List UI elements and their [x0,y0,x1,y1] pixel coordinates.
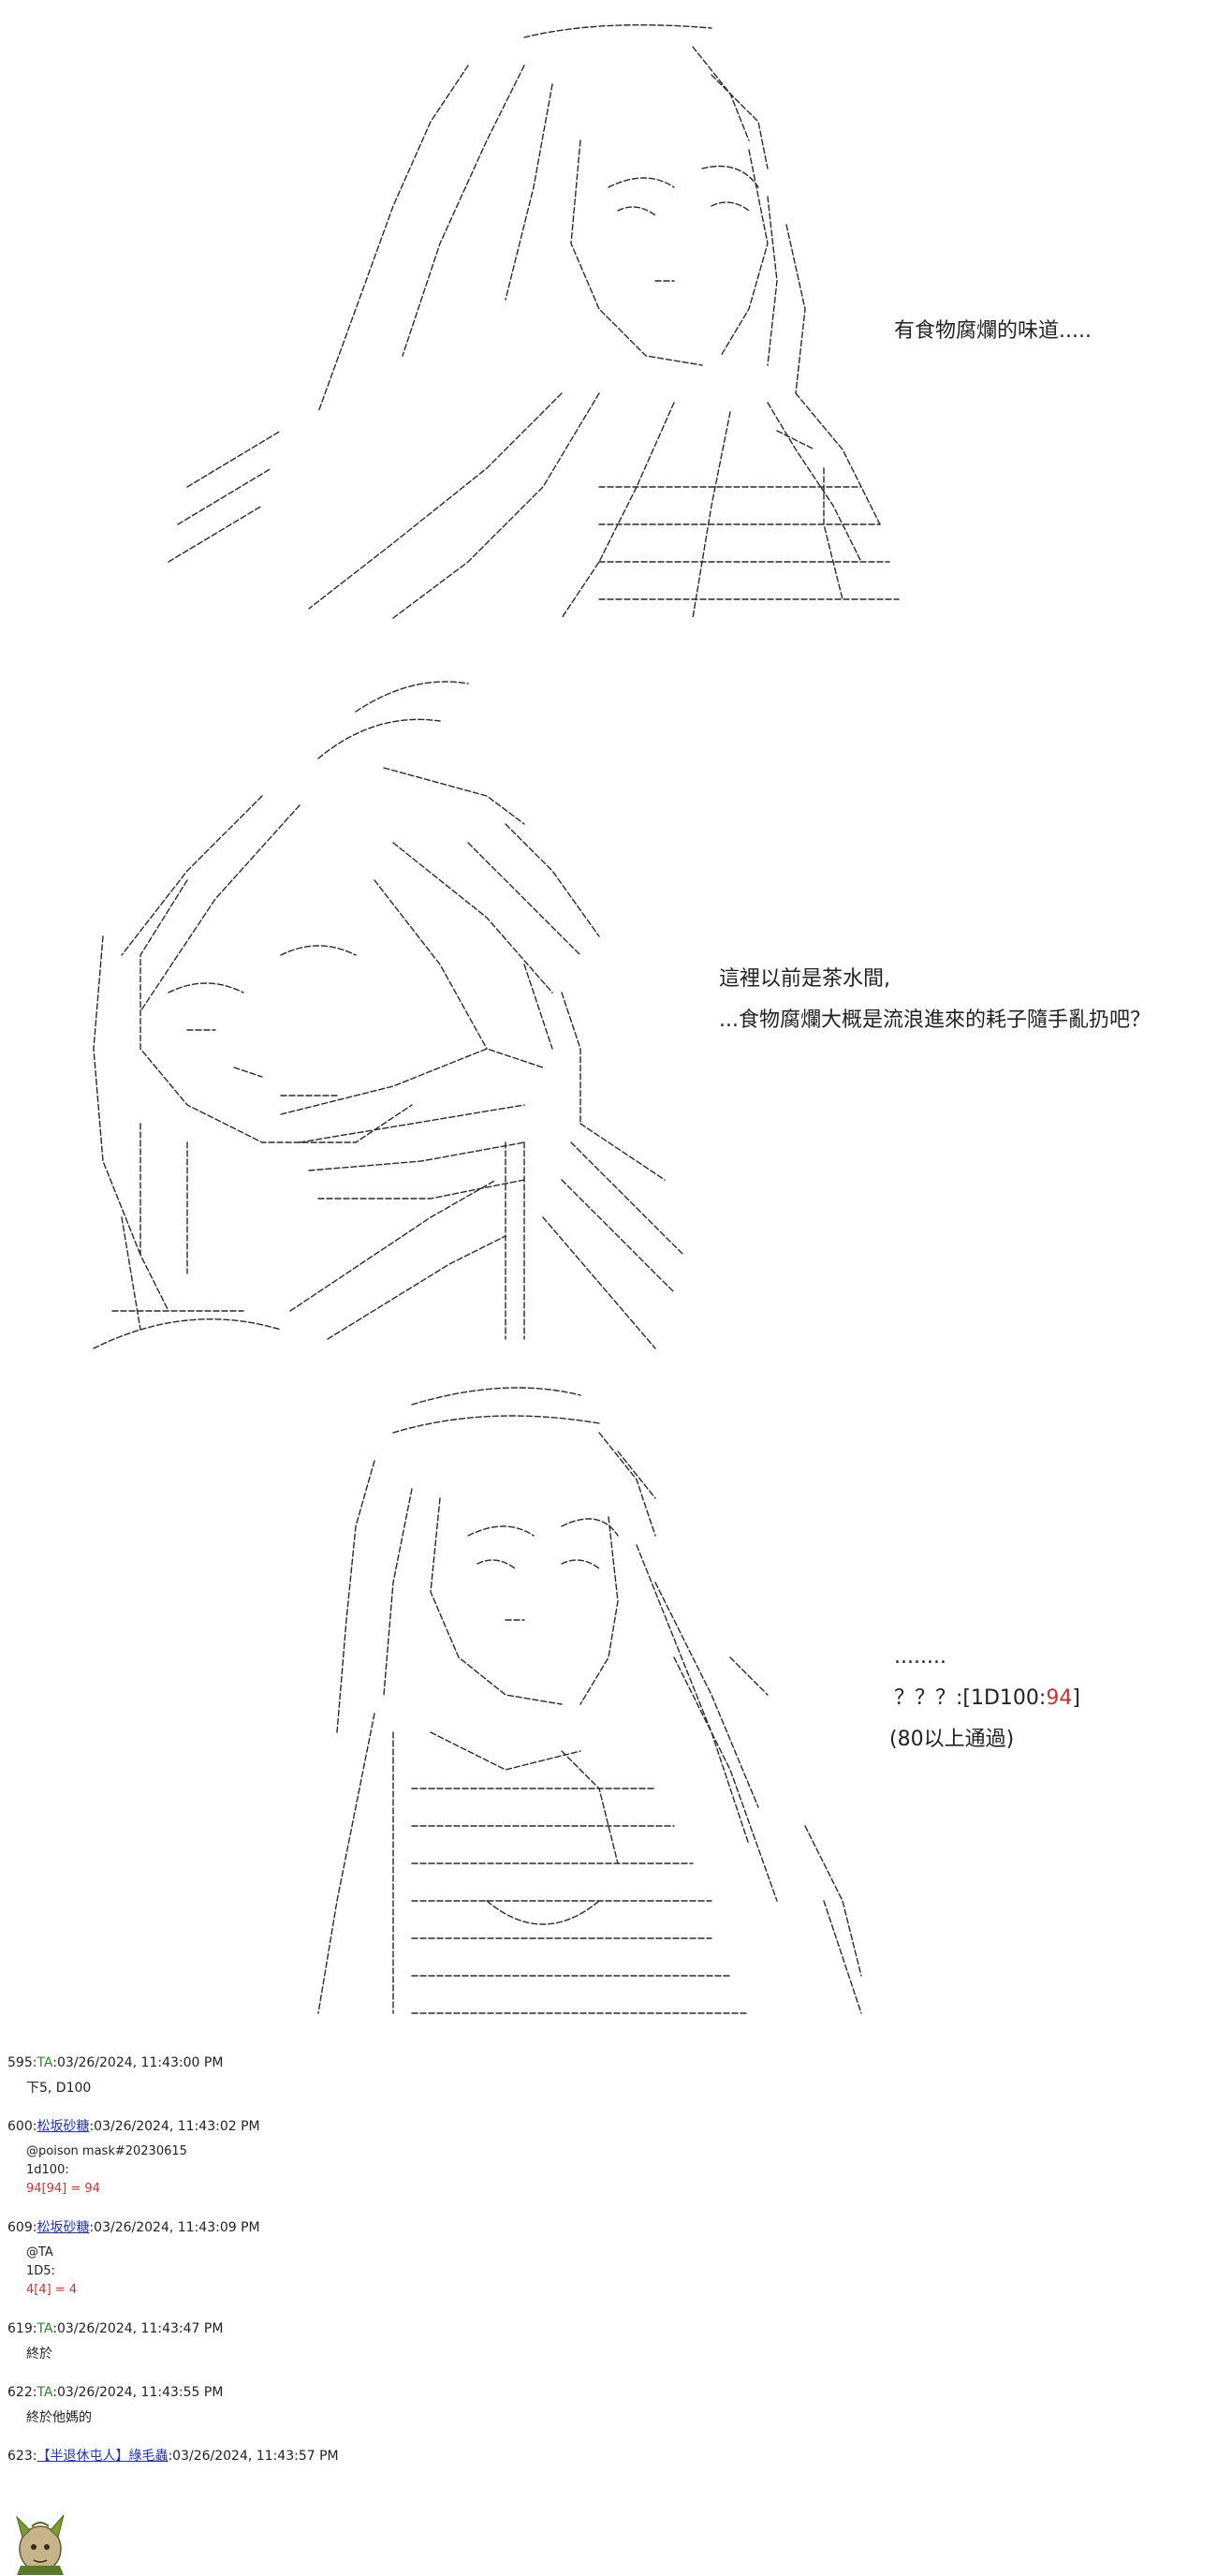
post-author: TA [37,2055,53,2070]
post-line: 1D5: [26,2264,55,2278]
panel3-roll-prefix: ？？？:[1D100: [894,1686,1047,1710]
post-date: :03/26/2024, 11:43:55 PM [52,2385,224,2400]
post-number: 609: [7,2220,37,2235]
post-date: :03/26/2024, 11:43:47 PM [52,2321,224,2336]
post-date: :03/26/2024, 11:43:00 PM [52,2055,224,2070]
post-line: 1d100: [26,2163,69,2177]
aa-panel-3: ........ ？？？:[1D100:94] (80以上通過) [0,1376,1217,2032]
post-header: 609:松坂砂糖:03/26/2024, 11:43:09 PM [7,2212,1206,2244]
post-list: 595:TA:03/26/2024, 11:43:00 PM 下5, D100 … [7,2047,1206,2472]
panel2-caption-line2: ...食物腐爛大概是流浪進來的耗子隨手亂扔吧？ [719,1008,1151,1032]
post-author: TA [37,2321,53,2336]
ascii-art-girl-3 [317,1387,862,2014]
dice-result: 94[94] = 94 [26,2182,100,2196]
post-header: 623:【半退休屯人】綠毛蟲:03/26/2024, 11:43:57 PM [7,2440,1206,2472]
post-header: 622:TA:03/26/2024, 11:43:55 PM [7,2377,1206,2408]
post-line: @poison mask#20230615 [26,2144,187,2158]
post-600: 600:松坂砂糖:03/26/2024, 11:43:02 PM @poison… [7,2111,1206,2212]
post-619: 619:TA:03/26/2024, 11:43:47 PM 終於 [7,2313,1206,2377]
post-header: 600:松坂砂糖:03/26/2024, 11:43:02 PM [7,2111,1206,2142]
post-author: TA [37,2385,53,2400]
panel3-dots: ........ [894,1645,946,1669]
post-line: 終於 [26,2347,52,2362]
post-body: @TA 1D5: 4[4] = 4 [7,2244,1206,2300]
post-date: :03/26/2024, 11:43:02 PM [89,2119,260,2134]
post-date: :03/26/2024, 11:43:57 PM [168,2449,339,2464]
post-line: @TA [26,2245,53,2260]
post-header: 595:TA:03/26/2024, 11:43:00 PM [7,2047,1206,2079]
panel3-roll-suffix: ] [1072,1686,1080,1710]
post-609: 609:松坂砂糖:03/26/2024, 11:43:09 PM @TA 1D5… [7,2212,1206,2313]
post-author-link[interactable]: 【半退休屯人】綠毛蟲 [37,2449,169,2464]
sticker-image [16,2514,65,2575]
dice-result: 4[4] = 4 [26,2283,78,2297]
post-date: :03/26/2024, 11:43:09 PM [89,2220,260,2235]
panel3-roll-line: ？？？:[1D100:94] [894,1680,1080,1717]
post-author-link[interactable]: 松坂砂糖 [37,2220,90,2235]
post-line: 下5, D100 [26,2081,92,2096]
post-number: 619: [7,2321,37,2336]
post-number: 600: [7,2119,37,2134]
panel2-caption-line1: 這裡以前是茶水間, [719,967,890,991]
post-body: 終於他媽的 [7,2408,1206,2427]
post-623: 623:【半退休屯人】綠毛蟲:03/26/2024, 11:43:57 PM [7,2440,1206,2472]
aa-panel-2: 這裡以前是茶水間, ...食物腐爛大概是流浪進來的耗子隨手亂扔吧？ [0,655,1217,1367]
panel3-roll-value: 94 [1046,1686,1073,1710]
post-number: 623: [7,2449,37,2464]
post-body: 終於 [7,2345,1206,2363]
post-author-link[interactable]: 松坂砂糖 [37,2119,90,2134]
ascii-art-girl-2 [93,681,684,1349]
panel1-caption: 有食物腐爛的味道..... [894,319,1092,343]
post-body: 下5, D100 [7,2079,1206,2098]
post-header: 619:TA:03/26/2024, 11:43:47 PM [7,2313,1206,2345]
aa-panel-1: 有食物腐爛的味道..... [0,0,1217,637]
ascii-art-girl-1 [168,23,900,619]
post-622: 622:TA:03/26/2024, 11:43:55 PM 終於他媽的 [7,2377,1206,2440]
post-number: 595: [7,2055,37,2070]
post-line: 終於他媽的 [26,2410,92,2425]
panel3-note: (80以上通過) [889,1728,1015,1751]
post-body: @poison mask#20230615 1d100: 94[94] = 94 [7,2142,1206,2199]
post-595: 595:TA:03/26/2024, 11:43:00 PM 下5, D100 [7,2047,1206,2111]
post-number: 622: [7,2385,37,2400]
